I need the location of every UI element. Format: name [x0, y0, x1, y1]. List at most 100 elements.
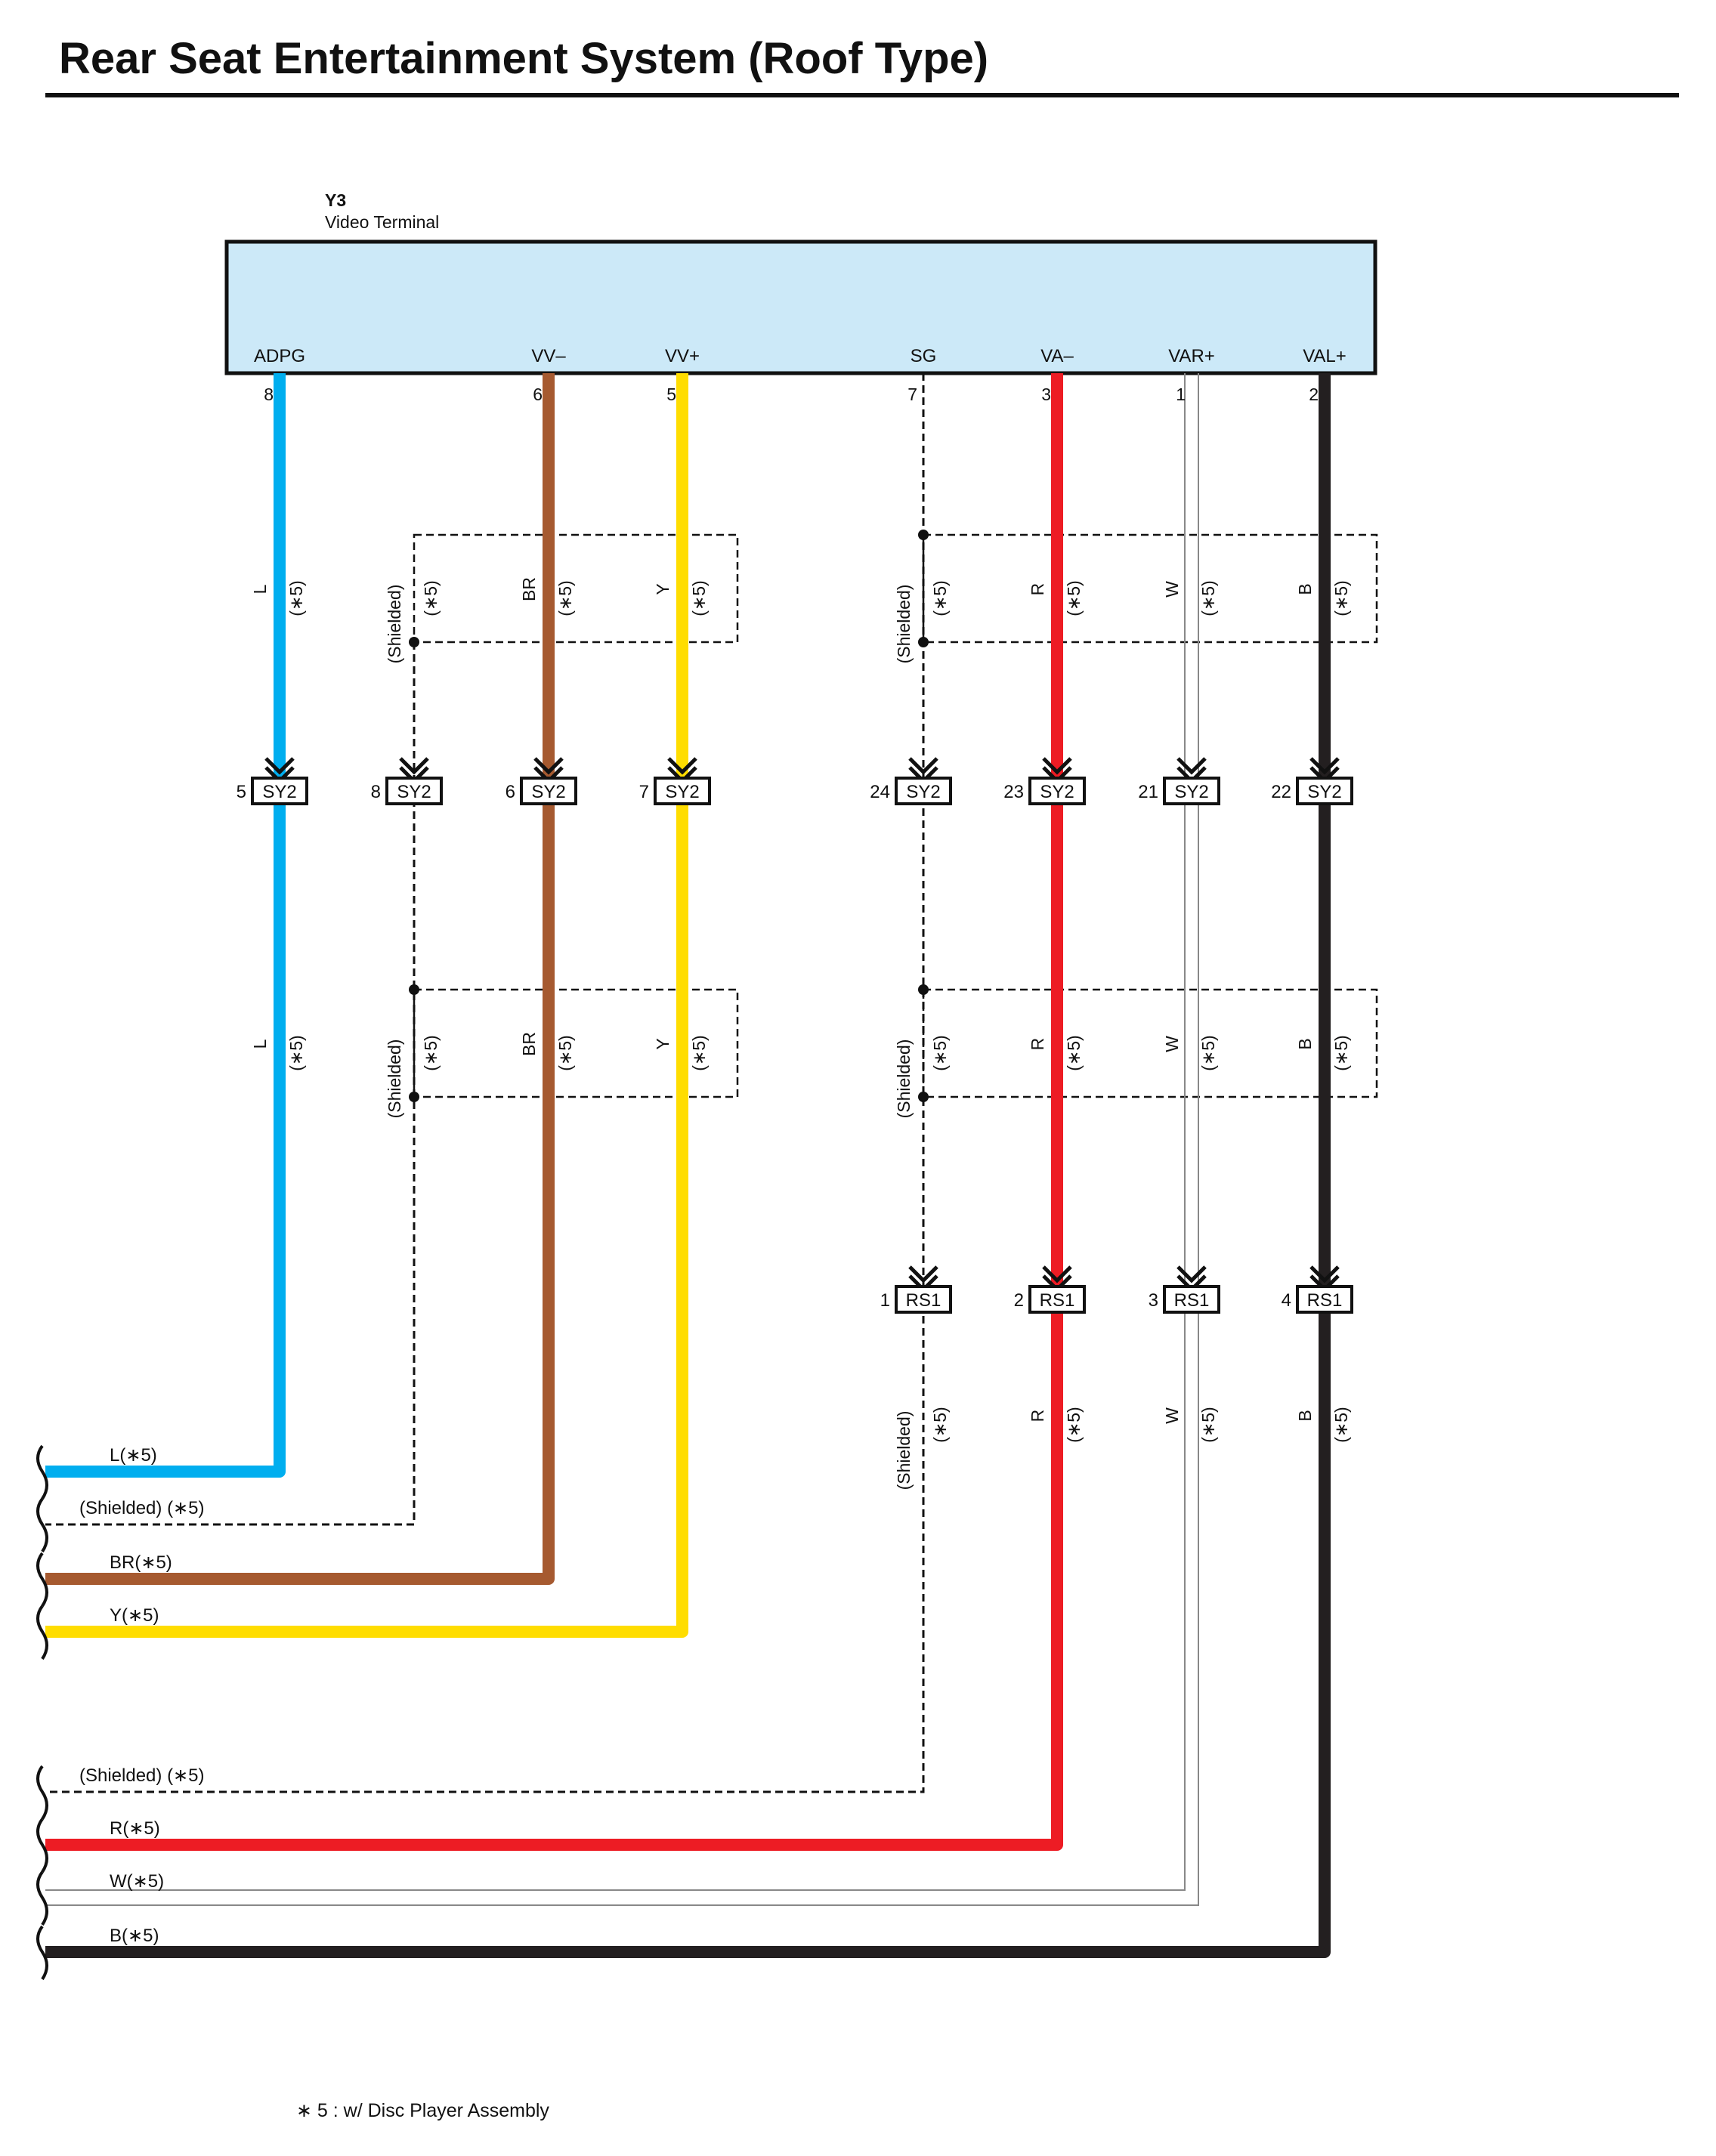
rs1-connector-sg: RS1 1: [880, 1265, 952, 1314]
sy2-connector-vam: SY2 23: [1003, 757, 1086, 805]
connector-box: [654, 777, 711, 805]
wire-color-code-valp: B: [1295, 1410, 1315, 1421]
connector-box: [1296, 777, 1353, 805]
wire-note-vam: (∗5): [1064, 1035, 1084, 1070]
terminal-pin-number-vam: 3: [1041, 385, 1051, 404]
shield-bracket-left: [413, 988, 739, 1098]
wire-color-code-vvm: BR: [519, 1032, 539, 1056]
terminal-pin-label-adpg: ADPG: [254, 346, 305, 366]
terminal-pin-label-valp: VAL+: [1303, 346, 1347, 366]
wire-break-icon: [36, 1818, 48, 1873]
connector-pin-number: 22: [1271, 782, 1291, 802]
wire-color-code-adpg: L: [250, 584, 270, 594]
unit-code: Y3: [325, 190, 346, 210]
connector-chevron-icon: [1176, 1265, 1207, 1283]
connector-chevron-icon: [908, 1265, 938, 1283]
wire-color-code-adpg: L: [250, 1039, 270, 1049]
connector-box: [1163, 777, 1220, 805]
rs1-connector-valp: RS1 4: [1282, 1265, 1353, 1314]
wire-color-code-varp: W: [1162, 1036, 1182, 1052]
terminal-pin-number-adpg: 8: [264, 385, 274, 404]
wire-varp-edge-left: [45, 373, 1186, 1891]
terminal-pin-label-vvp: VV+: [665, 346, 700, 366]
connector-box: [385, 777, 443, 805]
connector-box: [1028, 777, 1086, 805]
wire-note-vam: (∗5): [1064, 580, 1084, 616]
end-label-varp: W(∗5): [110, 1871, 164, 1892]
connector-box: [520, 777, 577, 805]
wire-note-varp: (∗5): [1198, 1407, 1218, 1442]
wire-note-valp: (∗5): [1331, 1035, 1351, 1070]
wire-break-icon: [36, 1765, 48, 1821]
connector-box: [895, 1285, 952, 1314]
wire-color-code-sg: (Shielded): [894, 1411, 914, 1490]
connector-chevron-icon: [1042, 757, 1072, 775]
connector-label: RS1: [1040, 1290, 1075, 1311]
end-label-vvp: Y(∗5): [110, 1605, 159, 1626]
wire-color-code-vam: R: [1028, 583, 1047, 596]
wire-note-sg: (∗5): [930, 1035, 950, 1070]
connector-pin-number: 3: [1149, 1290, 1158, 1311]
wire-note-sg: (∗5): [930, 580, 950, 616]
video-terminal-box: [224, 239, 1377, 375]
connector-chevron-icon: [533, 757, 564, 775]
wire-color-code-vvm: BR: [519, 577, 539, 601]
connector-label: SY2: [397, 782, 431, 802]
wire-sg: [45, 373, 925, 1793]
wire-note-vvshield: (∗5): [421, 580, 441, 616]
connector-pin-number: 1: [880, 1290, 890, 1311]
wire-note-sg: (∗5): [930, 1407, 950, 1442]
connector-pin-number: 7: [639, 782, 649, 802]
wire-color-code-valp: B: [1295, 1038, 1315, 1049]
end-label-adpg: L(∗5): [110, 1445, 157, 1466]
wire-note-vvp: (∗5): [689, 580, 709, 616]
end-label-valp: B(∗5): [110, 1926, 159, 1946]
terminal-pin-label-varp: VAR+: [1168, 346, 1215, 366]
wire-note-vvm: (∗5): [555, 1035, 575, 1070]
wire-break-icon: [36, 1497, 48, 1553]
terminal-pin-label-vam: VA–: [1040, 346, 1074, 366]
wire-break-icon: [36, 1605, 48, 1660]
wire-color-code-valp: B: [1295, 583, 1315, 595]
connector-label: RS1: [1174, 1290, 1210, 1311]
rs1-connector-varp: RS1 3: [1149, 1265, 1220, 1314]
wire-color-code-sg: (Shielded): [894, 1039, 914, 1119]
wire-color-code-vvp: Y: [653, 1038, 672, 1049]
wire-color-code-sg: (Shielded): [894, 585, 914, 664]
connector-pin-number: 4: [1282, 1290, 1291, 1311]
connector-chevron-icon: [1309, 757, 1340, 775]
connector-label: SY2: [1040, 782, 1074, 802]
wire-vvp: [45, 373, 688, 1638]
end-label-vvm: BR(∗5): [110, 1552, 172, 1573]
wire-note-adpg: (∗5): [286, 580, 306, 616]
connector-label: SY2: [531, 782, 565, 802]
wire-color-code-vam: R: [1028, 1410, 1047, 1422]
connector-pin-number: 6: [506, 782, 515, 802]
terminal-pin-label-vvm: VV–: [531, 346, 566, 366]
wire-vvshield: [45, 642, 416, 1526]
connector-box: [1296, 1285, 1353, 1314]
connector-box: [251, 777, 308, 805]
connector-pin-number: 23: [1003, 782, 1024, 802]
wire-color-code-varp: W: [1162, 1407, 1182, 1424]
connector-label: SY2: [906, 782, 940, 802]
connector-label: SY2: [1307, 782, 1341, 802]
splice-point: [918, 1092, 929, 1102]
wire-note-adpg: (∗5): [286, 1035, 306, 1070]
terminal-pin-label-sg: SG: [911, 346, 937, 366]
shield-bracket-right: [922, 533, 1378, 644]
connector-label: RS1: [906, 1290, 941, 1311]
connector-label: RS1: [1307, 1290, 1343, 1311]
wire-note-vam: (∗5): [1064, 1407, 1084, 1442]
wire-note-valp: (∗5): [1331, 580, 1351, 616]
wire-vam: [45, 373, 1063, 1851]
wire-break-icon: [36, 1870, 48, 1926]
wire-varp-edge-right: [45, 373, 1199, 1906]
shield-bracket-left: [413, 533, 739, 644]
wire-color-code-vvp: Y: [653, 583, 672, 595]
